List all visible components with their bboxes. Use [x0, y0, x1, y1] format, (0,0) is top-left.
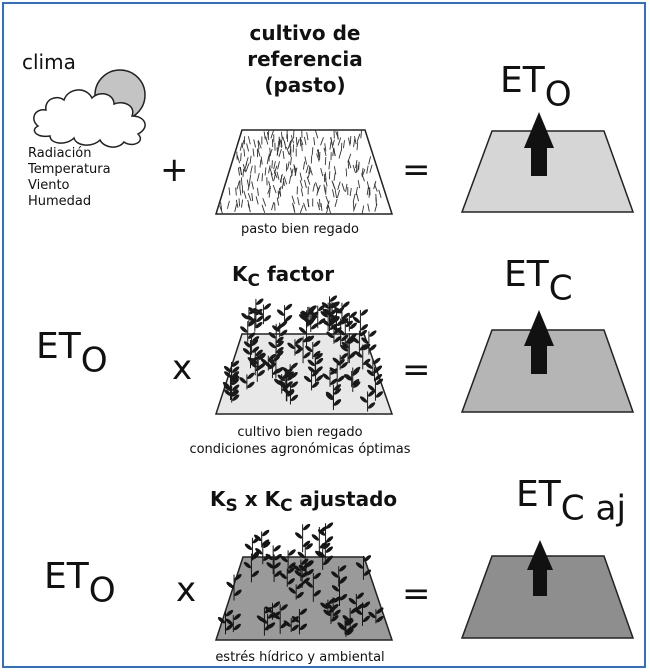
- eto-arrow-icon: [524, 112, 554, 176]
- etcaj-arrow-icon: [527, 540, 553, 596]
- etcaj-result-field: [460, 540, 635, 639]
- plus-operator: +: [160, 150, 189, 190]
- kc-sub: C: [247, 271, 260, 292]
- eto-input-sub: O: [80, 340, 108, 381]
- times-operator-2: x: [172, 348, 193, 388]
- etc-sub: C: [548, 268, 573, 309]
- etc-result-label: ETC: [504, 254, 573, 309]
- times-operator-3: x: [176, 570, 197, 610]
- kc-factor-label: KC factor: [232, 262, 372, 291]
- title-line-3: (pasto): [264, 73, 346, 97]
- title-line-1: cultivo de: [249, 21, 361, 45]
- etcaj-result-label: ETC aj: [516, 474, 626, 529]
- well-watered-crop-field: [214, 295, 394, 415]
- eto-input-label-2: ETO: [36, 326, 108, 381]
- ks-main: K: [210, 487, 226, 511]
- reference-crop-title: cultivo de referencia (pasto): [214, 20, 396, 98]
- kc-adj-sub: C: [280, 496, 293, 517]
- eto-main: ET: [500, 60, 545, 101]
- equals-operator-1: =: [402, 150, 431, 190]
- kc-main: K: [232, 262, 248, 286]
- ks-mid: x K: [237, 487, 281, 511]
- reference-grass-field: [214, 129, 394, 215]
- etcaj-main: ET: [516, 474, 561, 515]
- etc-main: ET: [504, 254, 549, 295]
- climate-factor-list: Radiación Temperatura Viento Humedad: [28, 146, 111, 210]
- etc-result-field: [460, 310, 635, 413]
- factor-wind: Viento: [28, 178, 70, 193]
- crop-caption-line-1: cultivo bien regado: [237, 425, 363, 440]
- equals-operator-2: =: [402, 350, 431, 390]
- eto-input-label-3: ETO: [44, 556, 116, 611]
- ks-kc-adjusted-label: KS x KC ajustado: [210, 487, 440, 516]
- clima-label: clima: [22, 50, 76, 74]
- factor-humidity: Humedad: [28, 194, 92, 209]
- equals-operator-3: =: [402, 574, 431, 614]
- eto-result-label: ETO: [500, 60, 572, 115]
- eto-input3-main: ET: [44, 556, 89, 597]
- reference-caption: pasto bien regado: [241, 222, 359, 237]
- eto-input3-sub: O: [88, 570, 116, 611]
- crop-caption: cultivo bien regado condiciones agronómi…: [150, 424, 450, 458]
- eto-sub: O: [544, 74, 572, 115]
- eto-result-field: [460, 112, 635, 213]
- kc-rest: factor: [259, 262, 335, 286]
- etcaj-sub: C aj: [560, 488, 626, 529]
- factor-radiation: Radiación: [28, 146, 92, 161]
- factor-temperature: Temperatura: [28, 162, 111, 177]
- stress-caption: estrés hídrico y ambiental: [215, 650, 385, 665]
- crop-caption-line-2: condiciones agronómicas óptimas: [189, 442, 411, 457]
- stressed-crop-field: [214, 522, 394, 641]
- ks-sub: S: [225, 496, 238, 517]
- ks-rest: ajustado: [292, 487, 398, 511]
- sun-cloud-icon: [33, 69, 146, 148]
- title-line-2: referencia: [247, 47, 363, 71]
- etc-arrow-icon: [524, 310, 554, 374]
- eto-input-main: ET: [36, 326, 81, 367]
